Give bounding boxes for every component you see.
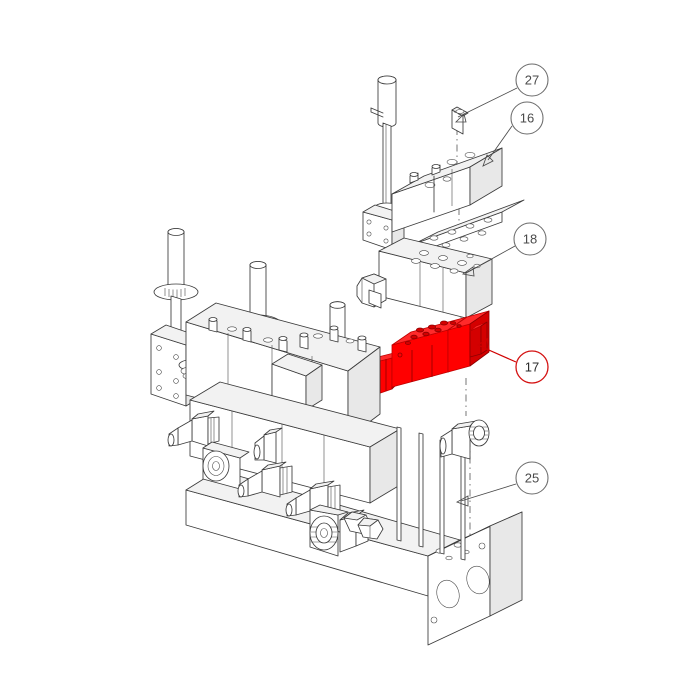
callout-17-hit[interactable] <box>516 351 548 383</box>
callout-16-hit[interactable] <box>511 102 543 134</box>
base-plate-bores <box>430 542 490 624</box>
callout-18-label: 18 <box>523 231 537 246</box>
upper-valve-assembly-part-16 <box>362 75 525 255</box>
upper-valve-ports <box>409 152 476 188</box>
callout-25-label: 25 <box>525 470 539 485</box>
quick-coupler-a <box>167 410 220 447</box>
callout-18-hit[interactable] <box>514 223 546 255</box>
manifold-block-part-18 <box>356 237 493 319</box>
hex-fitting-bottom <box>357 517 384 540</box>
valve-top-ports <box>404 320 462 345</box>
quick-coupler-b <box>202 441 250 490</box>
mid-port-bosses <box>208 317 367 353</box>
quick-coupler-c <box>237 461 293 498</box>
lower-valve-bodies <box>189 381 401 504</box>
callout-17[interactable]: 17 <box>515 350 549 384</box>
callout-25-hit[interactable] <box>516 462 548 494</box>
callout-18[interactable]: 18 <box>513 222 547 256</box>
callout-27-label: 27 <box>525 72 539 87</box>
leader-lines <box>454 87 518 507</box>
callout-17-label: 17 <box>525 359 539 374</box>
callout-16-label: 16 <box>520 110 534 125</box>
callout-25[interactable]: 25 <box>515 461 549 495</box>
hydraulic-fittings-group <box>167 410 490 557</box>
manifold-top-ports <box>411 250 481 274</box>
callout-27[interactable]: 27 <box>515 63 549 97</box>
callout-16[interactable]: 16 <box>510 101 544 135</box>
misc-small-fittings <box>253 427 283 464</box>
callout-27-hit[interactable] <box>516 64 548 96</box>
callout-bubbles: 27 16 18 17 25 <box>510 63 549 495</box>
knurled-connector-right <box>439 419 490 460</box>
